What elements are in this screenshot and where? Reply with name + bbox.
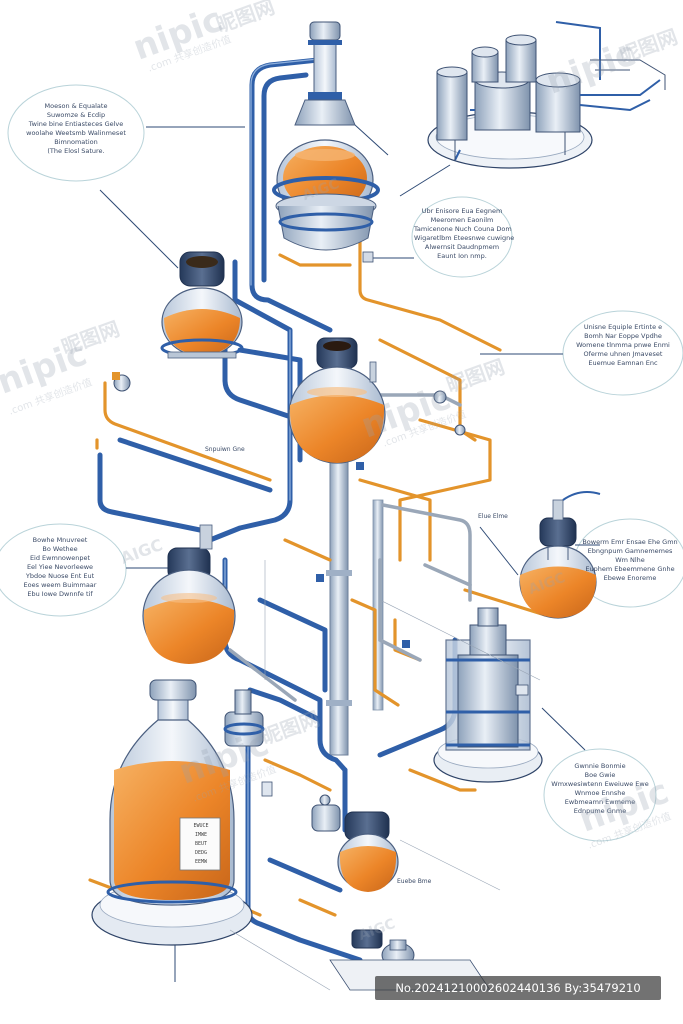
callout-line: Bowhe Mnuvreet bbox=[32, 536, 88, 544]
drafting-lines bbox=[229, 560, 541, 991]
callout-line: Ebngnpum Gamnememes bbox=[587, 547, 673, 555]
blue-pipes-highlight bbox=[224, 58, 319, 911]
storage-bottle bbox=[91, 679, 253, 946]
callout-line: Bimnomation bbox=[54, 138, 98, 146]
callout-far-right: Unisne Equiple Ertinte e Bomh Nar Eoppe … bbox=[568, 323, 678, 368]
bottle-label: EWUCE IMWE BEUT DEDG EEMW bbox=[183, 822, 219, 867]
callout-line: Bo Wethee bbox=[42, 545, 78, 553]
callout-line: Wnmoe Ennshe bbox=[574, 789, 626, 797]
flask-central bbox=[288, 337, 386, 464]
callout-mid-right: Ubr Enisore Eua Eegnem Meeromen Eaonilm … bbox=[414, 207, 515, 261]
callout-right-mid: Bowerm Emr Ensae Ehe Gmn Ebngnpum Gamnem… bbox=[580, 538, 680, 583]
callout-line: Unisne Equiple Ertinte e bbox=[583, 323, 663, 331]
callout-line: Gwnnie Bonmie bbox=[574, 762, 626, 770]
callout-bubble-top-left bbox=[7, 84, 145, 182]
callout-line: Wmxwesiwtenn Eweiuwe Ewe bbox=[551, 780, 649, 788]
leader-lines bbox=[99, 124, 600, 982]
callout-line: Euphem Ebeemmene Gnhe bbox=[585, 565, 675, 573]
callout-line: Bowerm Emr Ensae Ehe Gmn bbox=[582, 538, 678, 546]
callout-line: Ebewe Enoreme bbox=[603, 574, 657, 582]
callout-line: Eoes weem Buimmaar bbox=[23, 581, 97, 589]
callout-line: Ubr Enisore Eua Eegnem bbox=[421, 207, 503, 215]
callout-line: Ednpume Gnme bbox=[573, 807, 627, 815]
top-reactor bbox=[272, 21, 380, 263]
bottle-label-line: IMWE bbox=[194, 832, 208, 838]
callout-line: Moeson & Equalate bbox=[44, 102, 108, 110]
bottle-label-line: EEMW bbox=[194, 859, 208, 865]
callout-line: Eaunt Ion nmp. bbox=[437, 252, 487, 260]
flask-left-upper bbox=[160, 251, 244, 359]
callout-line: (The Elosl Sature. bbox=[47, 147, 105, 155]
callout-line: woolahe Weetsmb Walinmeset bbox=[26, 129, 126, 137]
bottle-label-line: BEUT bbox=[194, 841, 208, 847]
callout-line: Meeromen Eaonilm bbox=[430, 216, 494, 224]
callout-line: Womene tlnmma pnwe Enmi bbox=[576, 341, 670, 349]
callout-left-mid: Bowhe Mnuvreet Bo Wethee Eid Ewmnowenpet… bbox=[0, 536, 120, 599]
callout-line: Suwomze & Ecdip bbox=[46, 111, 106, 119]
flask-right bbox=[519, 491, 601, 619]
bottle-label-line: DEDG bbox=[194, 850, 208, 856]
callout-bottom-right: Gwnnie Bonmie Boe Gwie Wmxwesiwtenn Ewei… bbox=[548, 762, 652, 816]
callout-line: Oferme uhnen Jmaveset bbox=[583, 350, 663, 358]
callout-line: Ybdoe Nuose Ent Eut bbox=[25, 572, 95, 580]
callout-bubble-mid-right bbox=[411, 196, 513, 278]
callout-line: Ewbmeamn Ewmeme bbox=[564, 798, 636, 806]
callout-bubbles bbox=[0, 84, 683, 842]
flask-label: Euebe Bme bbox=[397, 878, 432, 885]
callout-line: Tamicenone Nuch Couna Dom bbox=[414, 225, 512, 233]
pipe-label: Snpuiwn Gne bbox=[205, 446, 245, 453]
callout-line: Eid Ewmnowenpet bbox=[29, 554, 91, 562]
callout-bubble-left-mid bbox=[0, 523, 127, 617]
steel-tank-right bbox=[433, 607, 543, 783]
callout-line: Wigaretlbm Eteesnwe cuwigne bbox=[414, 234, 515, 242]
callout-line: Boe Gwie bbox=[584, 771, 616, 779]
callout-line: Eel Yiee Nevorleewe bbox=[26, 563, 94, 571]
callout-bubble-bottom-right bbox=[543, 748, 657, 842]
bottle-label-line: EWUCE bbox=[193, 823, 209, 829]
small-vessels bbox=[112, 372, 491, 991]
flask-left-lower bbox=[142, 524, 236, 664]
callout-top-left: Moeson & Equalate Suwomze & Ecdip Twine … bbox=[16, 102, 136, 156]
callout-line: Ebu Iowe Dwnnfe tif bbox=[27, 590, 93, 598]
callout-line: Twine bine Entiasteces Gelve bbox=[28, 120, 124, 128]
callout-line: Euemue Eamnan Enc bbox=[588, 359, 658, 367]
callout-line: Alwernsit Daudnpmem bbox=[424, 243, 500, 251]
image-id-badge: No.20241210002602440136 By:35479210 bbox=[375, 976, 661, 1000]
valve-label: Elue Elme bbox=[478, 513, 508, 520]
central-column bbox=[326, 454, 384, 756]
callout-line: Wm Nlhe bbox=[615, 556, 645, 564]
callout-line: Bomh Nar Eoppe Vpdhe bbox=[584, 332, 662, 340]
callout-bubble-far-right bbox=[562, 310, 683, 396]
tank-farm bbox=[427, 21, 666, 169]
